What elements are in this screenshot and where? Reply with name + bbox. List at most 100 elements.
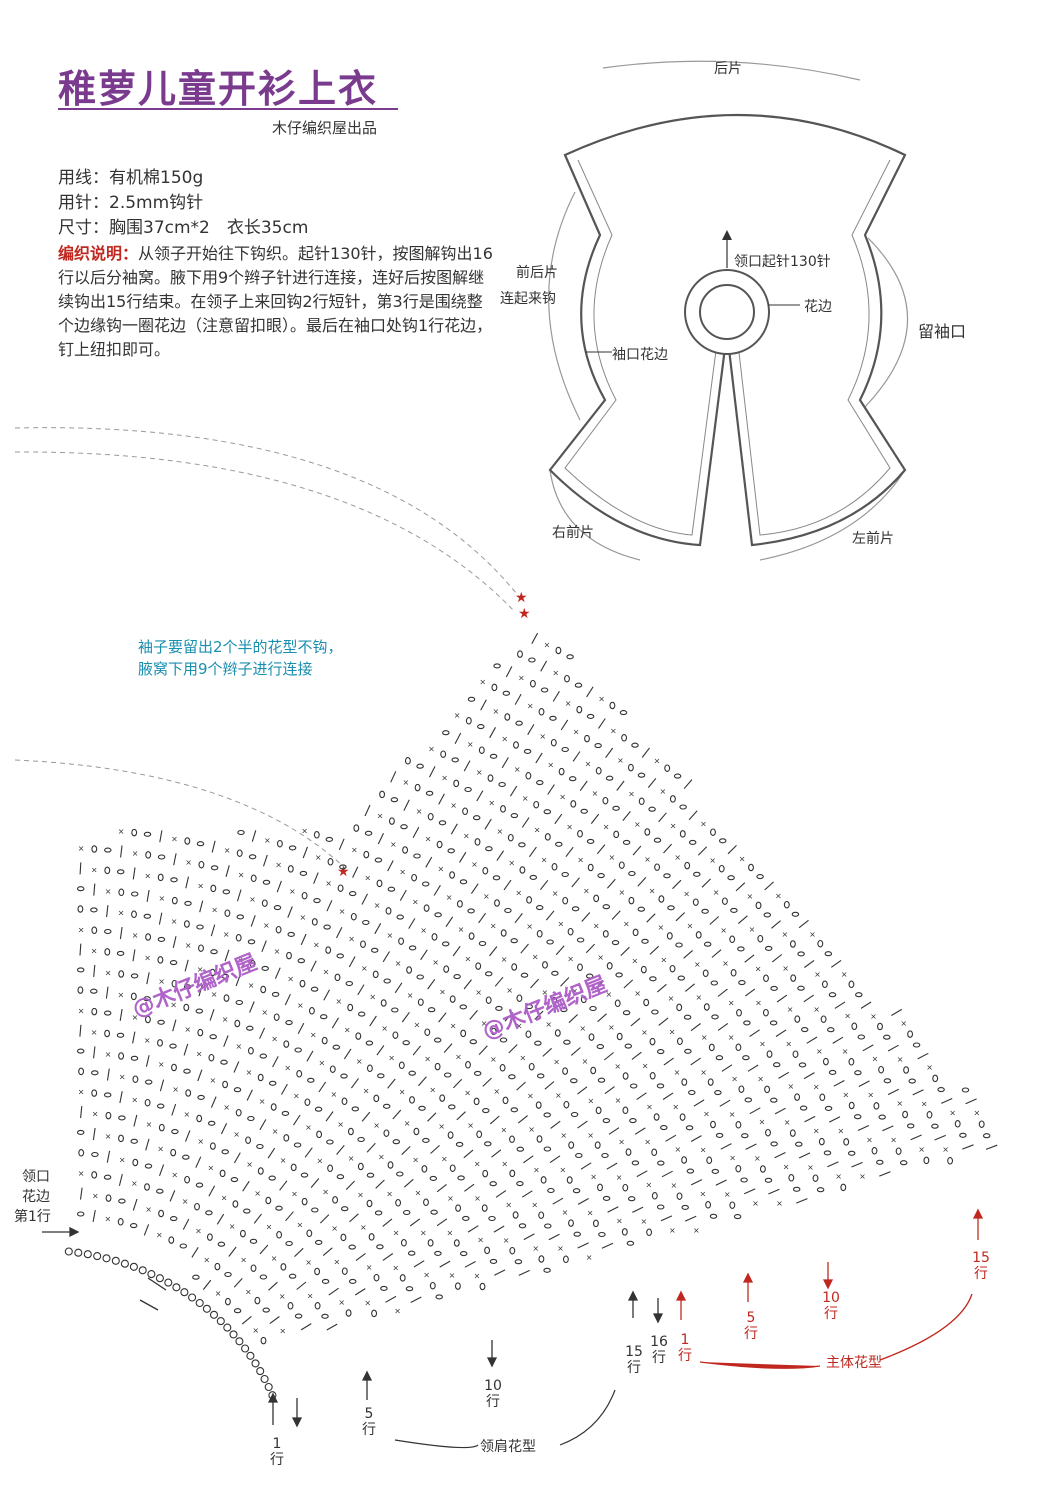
chain-stitch [764, 945, 773, 951]
double-crochet-stitch [208, 1185, 216, 1197]
single-crochet-stitch: × [185, 941, 192, 950]
spec-size: 尺寸：胸围37cm*2 衣长35cm [58, 218, 309, 238]
single-crochet-stitch: × [646, 1103, 653, 1112]
double-crochet-stitch [202, 1279, 212, 1290]
chain-stitch [465, 717, 472, 725]
chain-stitch [210, 884, 217, 893]
chain-stitch [538, 1255, 545, 1263]
double-crochet-stitch [607, 1206, 619, 1213]
chain-stitch [144, 1098, 151, 1107]
single-crochet-stitch: × [266, 1223, 273, 1232]
double-crochet-stitch [690, 1057, 701, 1066]
single-crochet-stitch: × [425, 834, 432, 843]
chain-stitch [482, 1169, 489, 1178]
double-crochet-stitch [662, 1092, 674, 1100]
chain-stitch [535, 1101, 542, 1109]
chain-stitch [755, 901, 762, 910]
chain-stitch [434, 1062, 441, 1071]
chain-stitch [130, 973, 139, 979]
double-crochet-stitch [146, 972, 150, 985]
chain-stitch [380, 1285, 388, 1291]
single-crochet-stitch: × [297, 1001, 304, 1010]
single-crochet-stitch: × [197, 965, 204, 974]
chain-stitch [566, 654, 574, 660]
double-crochet-stitch [735, 882, 746, 892]
double-crochet-stitch [233, 1152, 241, 1164]
single-crochet-stitch: × [671, 1181, 678, 1190]
double-crochet-stitch [343, 1048, 352, 1060]
single-crochet-stitch: × [508, 859, 515, 868]
single-crochet-stitch: × [493, 1087, 500, 1096]
double-crochet-stitch [418, 1076, 427, 1087]
chain-stitch [268, 1080, 277, 1086]
single-crochet-stitch: × [670, 822, 677, 831]
chain-stitch [737, 946, 745, 952]
single-crochet-stitch: × [787, 1005, 794, 1014]
chain-stitch [416, 763, 424, 769]
single-crochet-stitch: × [532, 953, 539, 962]
chain-stitch [544, 1223, 552, 1229]
double-crochet-stitch [634, 1127, 646, 1135]
double-crochet-stitch [804, 1115, 816, 1123]
double-crochet-stitch [199, 900, 204, 913]
chain-stitch [353, 824, 360, 832]
single-crochet-stitch: × [467, 1121, 474, 1130]
chain-stitch [311, 918, 318, 926]
double-crochet-stitch [508, 1044, 518, 1054]
chain-stitch [232, 1200, 239, 1208]
chain-stitch [287, 931, 295, 937]
chain-stitch [293, 1142, 302, 1148]
single-crochet-stitch: × [274, 947, 281, 956]
single-crochet-stitch: × [287, 974, 294, 983]
edge-picot [120, 1259, 129, 1268]
double-crochet-stitch [355, 1252, 366, 1262]
double-crochet-stitch [879, 1171, 891, 1177]
chain-stitch [400, 1239, 407, 1247]
chain-stitch [455, 1141, 464, 1147]
single-crochet-stitch: × [669, 1027, 676, 1036]
double-crochet-stitch [185, 876, 190, 889]
single-crochet-stitch: × [776, 1199, 783, 1208]
double-crochet-stitch [93, 964, 96, 977]
single-crochet-stitch: × [182, 1197, 189, 1206]
double-crochet-stitch [649, 945, 660, 955]
single-crochet-stitch: × [263, 921, 270, 930]
single-crochet-stitch: × [313, 941, 320, 950]
chain-stitch [580, 808, 588, 814]
chain-stitch [685, 1125, 694, 1131]
single-crochet-stitch: × [782, 964, 789, 973]
single-crochet-stitch: × [588, 1096, 595, 1105]
chain-stitch [390, 797, 399, 803]
chain-stitch [525, 1004, 533, 1010]
double-crochet-stitch [672, 879, 682, 890]
double-crochet-stitch [688, 810, 698, 821]
double-crochet-stitch [427, 1112, 437, 1122]
double-crochet-stitch [408, 918, 416, 929]
chain-stitch [562, 896, 569, 905]
chain-stitch [429, 1175, 438, 1181]
chain-stitch [90, 988, 98, 994]
label-main-pattern: 主体花型 [826, 1355, 882, 1371]
double-crochet-stitch [717, 1022, 729, 1031]
single-crochet-stitch: × [573, 728, 580, 737]
chain-stitch [656, 1204, 665, 1210]
single-crochet-stitch: × [713, 888, 720, 897]
chain-stitch [585, 973, 594, 979]
chain-stitch [313, 898, 321, 904]
double-crochet-stitch [709, 916, 720, 925]
chain-stitch [627, 1196, 636, 1202]
single-crochet-stitch: × [867, 1091, 874, 1100]
single-crochet-stitch: × [305, 1258, 312, 1267]
chain-stitch [679, 830, 686, 838]
chain-stitch [130, 891, 139, 897]
chain-stitch [183, 984, 192, 990]
single-crochet-stitch: × [641, 1217, 648, 1226]
chain-stitch [222, 1080, 229, 1089]
chain-stitch [398, 1061, 405, 1070]
chain-stitch [568, 776, 577, 782]
chain-stitch [451, 757, 459, 763]
double-crochet-stitch [118, 1173, 123, 1186]
single-crochet-stitch: × [593, 921, 600, 930]
chain-stitch [250, 874, 257, 883]
edge-picot [235, 1337, 244, 1346]
